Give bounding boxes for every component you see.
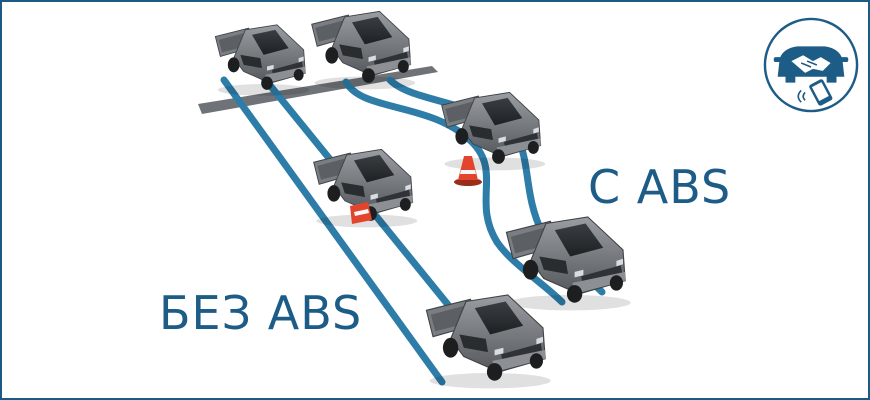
track-abs-left xyxy=(342,78,566,306)
truck-no-abs-after xyxy=(425,294,552,390)
label-with-abs: С ABS xyxy=(588,160,732,214)
traffic-cone-icon xyxy=(454,156,482,186)
car-handshake-phone-icon xyxy=(763,17,859,113)
knocked-cone-icon xyxy=(350,202,372,224)
label-without-abs: БЕЗ ABS xyxy=(159,286,363,340)
truck-abs-swerve xyxy=(441,91,546,171)
truck-abs-after xyxy=(505,216,632,311)
track-no-abs-left xyxy=(220,76,446,386)
